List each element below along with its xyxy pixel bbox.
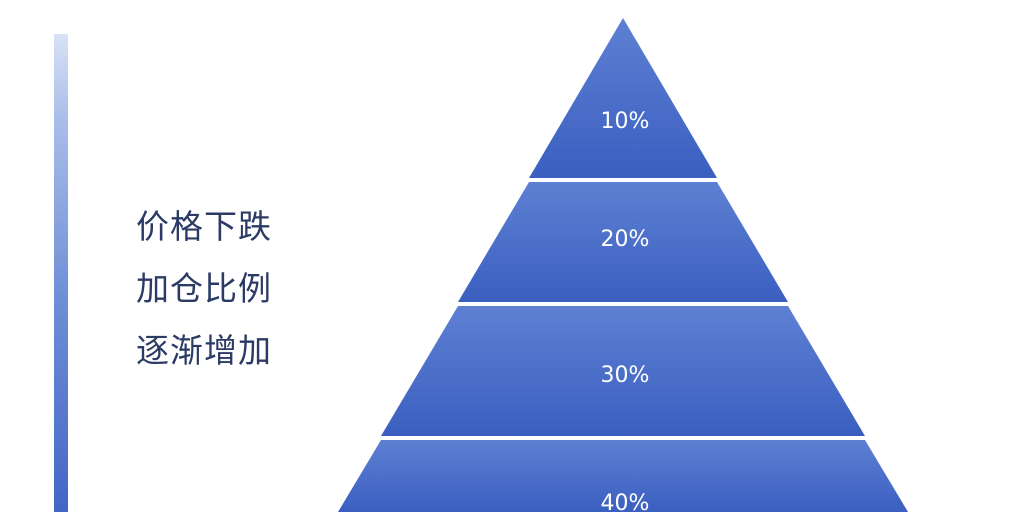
- tier-label-2: 20%: [601, 227, 650, 252]
- tier-label-4: 40%: [601, 491, 650, 512]
- caption-line-3: 逐渐增加: [136, 331, 272, 370]
- caption-text: 价格下跌 加仓比例 逐渐增加: [136, 196, 272, 382]
- tier-label-3: 30%: [601, 363, 650, 388]
- tier-label-1: 10%: [601, 109, 650, 134]
- caption-line-1: 价格下跌: [136, 207, 272, 246]
- pyramid-tier-2: [458, 182, 788, 302]
- caption-line-2: 加仓比例: [136, 269, 272, 308]
- pyramid-tier-3: [381, 306, 865, 436]
- pyramid-tier-1: [529, 18, 717, 178]
- pyramid-tier-4: [338, 440, 908, 512]
- gradient-scale-bar: [54, 34, 68, 512]
